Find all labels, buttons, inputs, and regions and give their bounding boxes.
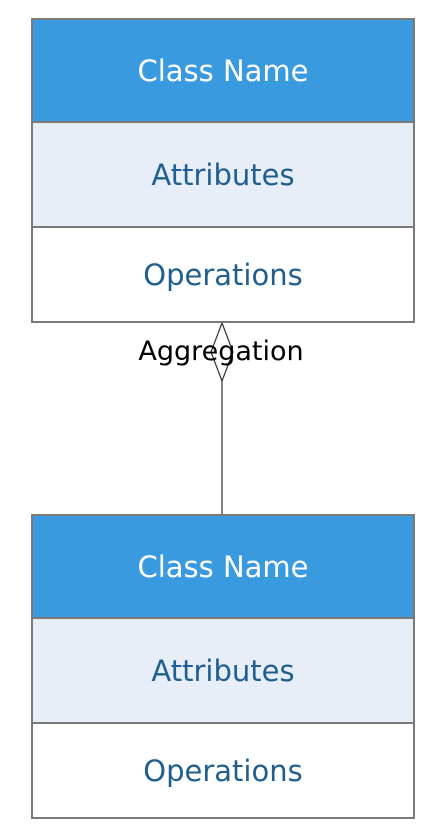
class-attributes: Attributes — [33, 121, 413, 226]
uml-class-bottom[interactable]: Class Name Attributes Operations — [31, 514, 415, 819]
class-name: Class Name — [33, 20, 413, 121]
uml-class-top[interactable]: Class Name Attributes Operations — [31, 18, 415, 323]
class-name: Class Name — [33, 516, 413, 617]
class-attributes: Attributes — [33, 617, 413, 722]
class-operations: Operations — [33, 722, 413, 817]
relationship-label: Aggregation — [138, 336, 304, 367]
class-operations: Operations — [33, 226, 413, 321]
